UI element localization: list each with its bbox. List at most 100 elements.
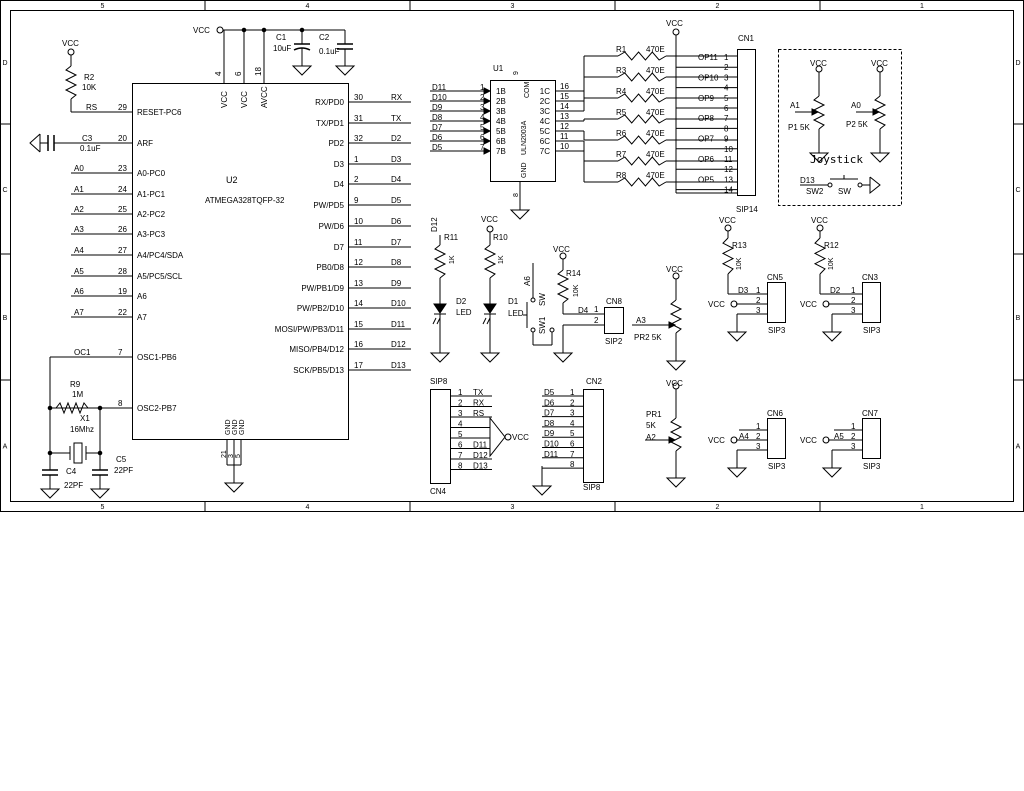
sip3-pullup-vcc-label: VCC	[719, 216, 736, 225]
u1-input-arrow	[483, 117, 492, 125]
u1-input-pin-name: 4B	[496, 117, 506, 126]
cn8-circuit	[553, 252, 624, 363]
r2-val: 10K	[82, 83, 97, 92]
mcu-net-label: A2	[74, 205, 84, 214]
resistor-ref: R1	[616, 45, 627, 54]
sip3-net-label: D3	[738, 286, 749, 295]
u1-input-net: D7	[432, 123, 443, 132]
sip3-type: SIP3	[768, 462, 786, 471]
cn4-net-label: RX	[473, 399, 485, 408]
resistor-ref: R7	[616, 150, 627, 159]
mcu-pin-number: 5	[235, 454, 242, 458]
mcu-vcc-label: VCC	[193, 26, 210, 35]
c4-val: 22PF	[64, 481, 83, 490]
mcu-net-label: RS	[86, 103, 97, 112]
u1-input-pin-name: 1B	[496, 87, 506, 96]
sip3-ground	[727, 323, 747, 342]
r9-val: 1M	[72, 390, 83, 399]
cn1-net-label: OP6	[698, 155, 715, 164]
mcu-pin-number: 11	[354, 238, 363, 247]
u1-output-pin-number: 13	[560, 112, 569, 121]
cn2-type: SIP8	[583, 483, 601, 492]
cn4-pin-number: 1	[458, 388, 463, 397]
p1-ref: P1	[788, 123, 798, 132]
cn2-net-label: D6	[544, 398, 555, 407]
u1-output-pin-name: 3C	[540, 107, 550, 116]
u1-input-net: D10	[432, 93, 447, 102]
sip3-body	[767, 282, 786, 323]
u1-input-pin-number: 5	[480, 123, 485, 132]
mcu-net-label: D12	[391, 340, 406, 349]
mcu-pin-name: PB0/D8	[316, 263, 344, 272]
cn2-pin-number: 3	[570, 409, 575, 418]
u1-output-pin-number: 12	[560, 122, 569, 131]
u1-output-pin-number: 15	[560, 92, 569, 101]
sip3-pullup-vcc	[724, 224, 732, 232]
resistor-value: 470E	[646, 66, 665, 75]
sip3-body	[862, 418, 881, 459]
u1-input-arrow	[483, 97, 492, 105]
sip3-connectors: CN5SIP3123VCCVCCR1310KD3CN3SIP3123VCCVCC…	[708, 216, 881, 478]
mcu-pin-number: 2	[354, 175, 359, 184]
cn1-net-label: OP5	[698, 175, 715, 184]
joystick-title: Joystick	[810, 153, 863, 166]
p2-ref: P2	[846, 120, 856, 129]
mcu-pin-number: 20	[118, 134, 127, 143]
sip3-vcc-label: VCC	[800, 436, 817, 445]
sip3-pin-number: 1	[851, 286, 856, 295]
mcu-part: ATMEGA328TQFP-32	[205, 196, 285, 205]
mcu-pin-number: 30	[354, 93, 363, 102]
switch-sw1	[523, 263, 555, 346]
mcu-pin-name: VCC	[220, 91, 229, 108]
led1-d-ref: D2	[456, 297, 467, 306]
cn8-pin2: 2	[594, 316, 599, 325]
mcu-pin-number: 31	[354, 114, 363, 123]
sip3-type: SIP3	[863, 462, 881, 471]
cap-c1	[292, 30, 312, 76]
u1-input-pin-number: 2	[480, 93, 485, 102]
u1-input-pin-name: 7B	[496, 147, 506, 156]
cn8-net: D4	[578, 306, 589, 315]
sip3-net-label: A5	[834, 432, 844, 441]
led-circuits	[430, 225, 500, 363]
r2-vcc: VCC	[62, 39, 79, 48]
sw1-net: A6	[523, 276, 532, 286]
pr1-val: 5K	[646, 421, 656, 430]
cn4-net-label: TX	[473, 388, 484, 397]
sip3-vcc-label: VCC	[800, 300, 817, 309]
u1-output-pin-name: 4C	[540, 117, 550, 126]
sip3-pin-number: 3	[756, 306, 761, 315]
mcu-net-label: A0	[74, 164, 84, 173]
mcu-pin-name: OSC1-PB6	[137, 353, 177, 362]
pot-pr2	[632, 272, 686, 371]
cn4-type: SIP8	[430, 377, 448, 386]
u1-part: ULN2003A	[521, 120, 528, 155]
mcu-pin-name: A6	[137, 292, 147, 301]
u1-output-pin-number: 16	[560, 82, 569, 91]
sip3-pullup-vcc-label: VCC	[811, 216, 828, 225]
cn2-pin-number: 5	[570, 429, 575, 438]
cn2-pin-number: 4	[570, 419, 575, 428]
cn2-ref: CN2	[586, 377, 603, 386]
frame-row-label: A	[3, 444, 8, 451]
cn1-net-label: OP10	[698, 73, 719, 82]
mcu-pin-name: MISO/PB4/D12	[289, 345, 344, 354]
mcu-left-pins: RESET-PC629RSARF20A0-PC023A0A1-PC124A1A2…	[71, 103, 184, 413]
mcu-pin-name: D3	[334, 160, 345, 169]
mcu-pin-number: 22	[118, 308, 127, 317]
c1-val: 10uF	[273, 44, 291, 53]
pr2-vcc: VCC	[666, 265, 683, 274]
cn2-net-label: D7	[544, 409, 555, 418]
pr1-ref: PR1	[646, 410, 662, 419]
cn1-pin-number: 5	[724, 94, 729, 103]
sw1-ref: SW1	[538, 316, 547, 334]
resistor-value: 470E	[646, 129, 665, 138]
mcu-pin-number: 17	[354, 361, 363, 370]
reset-r2	[64, 48, 132, 113]
frame-col-label: 5	[101, 3, 105, 10]
sip3-pin-number: 3	[851, 442, 856, 451]
mcu-net-label: D10	[391, 299, 406, 308]
